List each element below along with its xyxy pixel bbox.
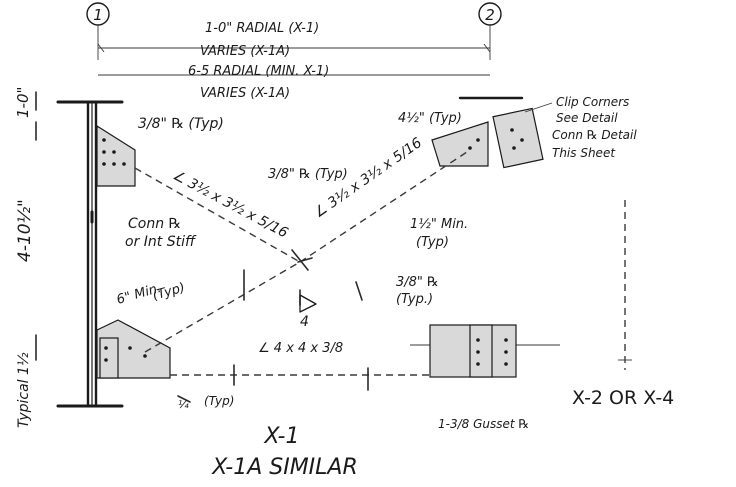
svg-text:4: 4	[300, 314, 309, 330]
svg-text:or Int Stiff: or Int Stiff	[125, 234, 197, 250]
annotation-angle-bottom: ∠ 4 x 4 x 3/8	[258, 341, 343, 356]
svg-text:1-3/8 Gusset ℞: 1-3/8 Gusset ℞	[438, 417, 529, 431]
svg-text:1: 1	[93, 6, 103, 24]
top-dimension-text: 1-0" RADIAL (X-1) VARIES (X-1A) 6-5 RADI…	[188, 21, 329, 101]
annotation-weld-bottom: ¼ (Typ)	[178, 394, 234, 411]
left-column	[56, 100, 124, 408]
svg-text:X-1A SIMILAR: X-1A SIMILAR	[211, 455, 358, 480]
svg-text:Clip Corners: Clip Corners	[556, 95, 629, 109]
diagonal-brace-lower-left	[144, 261, 301, 353]
svg-text:Conn ℞: Conn ℞	[128, 216, 181, 232]
annotation-gusset: 1-3/8 Gusset ℞	[438, 417, 529, 431]
svg-text:1-0": 1-0"	[14, 87, 32, 118]
annotation-plate-right: 3/8" ℞ (Typ.)	[396, 275, 439, 307]
svg-text:∠ 4 x 4 x 3/8: ∠ 4 x 4 x 3/8	[258, 341, 343, 356]
weld-symbols	[177, 249, 369, 403]
left-dimension-string: 1-0" 4-10½" Typical 1½	[14, 87, 37, 428]
annotation-weld-size: 4	[300, 314, 309, 330]
svg-text:See Detail: See Detail	[556, 111, 618, 125]
svg-text:3/8" ℞ (Typ): 3/8" ℞ (Typ)	[268, 167, 348, 182]
svg-text:¼: ¼	[178, 398, 189, 411]
svg-text:(Typ): (Typ)	[204, 394, 234, 408]
gusset-upper-right	[431, 96, 544, 169]
gusset-lower-left	[96, 319, 171, 379]
annotation-min-right: 1½" Min. (Typ)	[410, 217, 468, 250]
svg-text:This Sheet: This Sheet	[552, 146, 616, 160]
grid-bubble-2: 2	[478, 2, 502, 60]
annotation-plate-center: 3/8" ℞ (Typ)	[268, 167, 348, 182]
svg-text:6-5 RADIAL (MIN. X-1): 6-5 RADIAL (MIN. X-1)	[188, 64, 329, 79]
svg-text:3/8" ℞ (Typ): 3/8" ℞ (Typ)	[138, 116, 224, 132]
svg-text:(Typ.): (Typ.)	[396, 292, 433, 307]
gusset-upper-left	[96, 124, 136, 187]
right-dimension-line	[618, 200, 632, 370]
detail-title-x2: X-2 OR X-4	[572, 387, 674, 409]
top-dimension-lines	[97, 43, 491, 76]
diagonal-brace-upper-right	[299, 149, 471, 263]
svg-text:X-2 OR X-4: X-2 OR X-4	[572, 387, 674, 409]
svg-text:Typical 1½: Typical 1½	[16, 352, 32, 428]
gusset-lower-right	[410, 324, 560, 378]
svg-text:2: 2	[485, 6, 495, 24]
grid-bubble-1: 1	[86, 2, 110, 60]
svg-text:4½" (Typ): 4½" (Typ)	[398, 111, 462, 126]
svg-text:3/8" ℞: 3/8" ℞	[396, 275, 439, 290]
annotation-min-left: 6" Min. (Typ)	[115, 280, 187, 307]
diagonal-brace-upper-left	[134, 167, 301, 263]
detail-title-x1: X-1 X-1A SIMILAR	[211, 424, 358, 480]
annotation-plate-top-left: 3/8" ℞ (Typ)	[138, 116, 224, 132]
svg-text:Conn ℞ Detail: Conn ℞ Detail	[552, 128, 637, 142]
svg-text:X-1: X-1	[264, 424, 300, 449]
svg-text:VARIES (X-1A): VARIES (X-1A)	[200, 86, 290, 101]
svg-text:1-0" RADIAL (X-1): 1-0" RADIAL (X-1)	[205, 21, 319, 36]
svg-text:(Typ): (Typ)	[416, 235, 449, 250]
annotation-clip-corners: Clip Corners See Detail Conn ℞ Detail Th…	[524, 95, 637, 160]
svg-text:4-10½": 4-10½"	[15, 199, 35, 262]
svg-text:VARIES (X-1A): VARIES (X-1A)	[200, 44, 290, 59]
svg-text:1½" Min.: 1½" Min.	[410, 217, 468, 232]
annotation-dim-right-top: 4½" (Typ)	[398, 111, 462, 126]
annotation-conn-plate: Conn ℞ or Int Stiff	[125, 216, 197, 250]
